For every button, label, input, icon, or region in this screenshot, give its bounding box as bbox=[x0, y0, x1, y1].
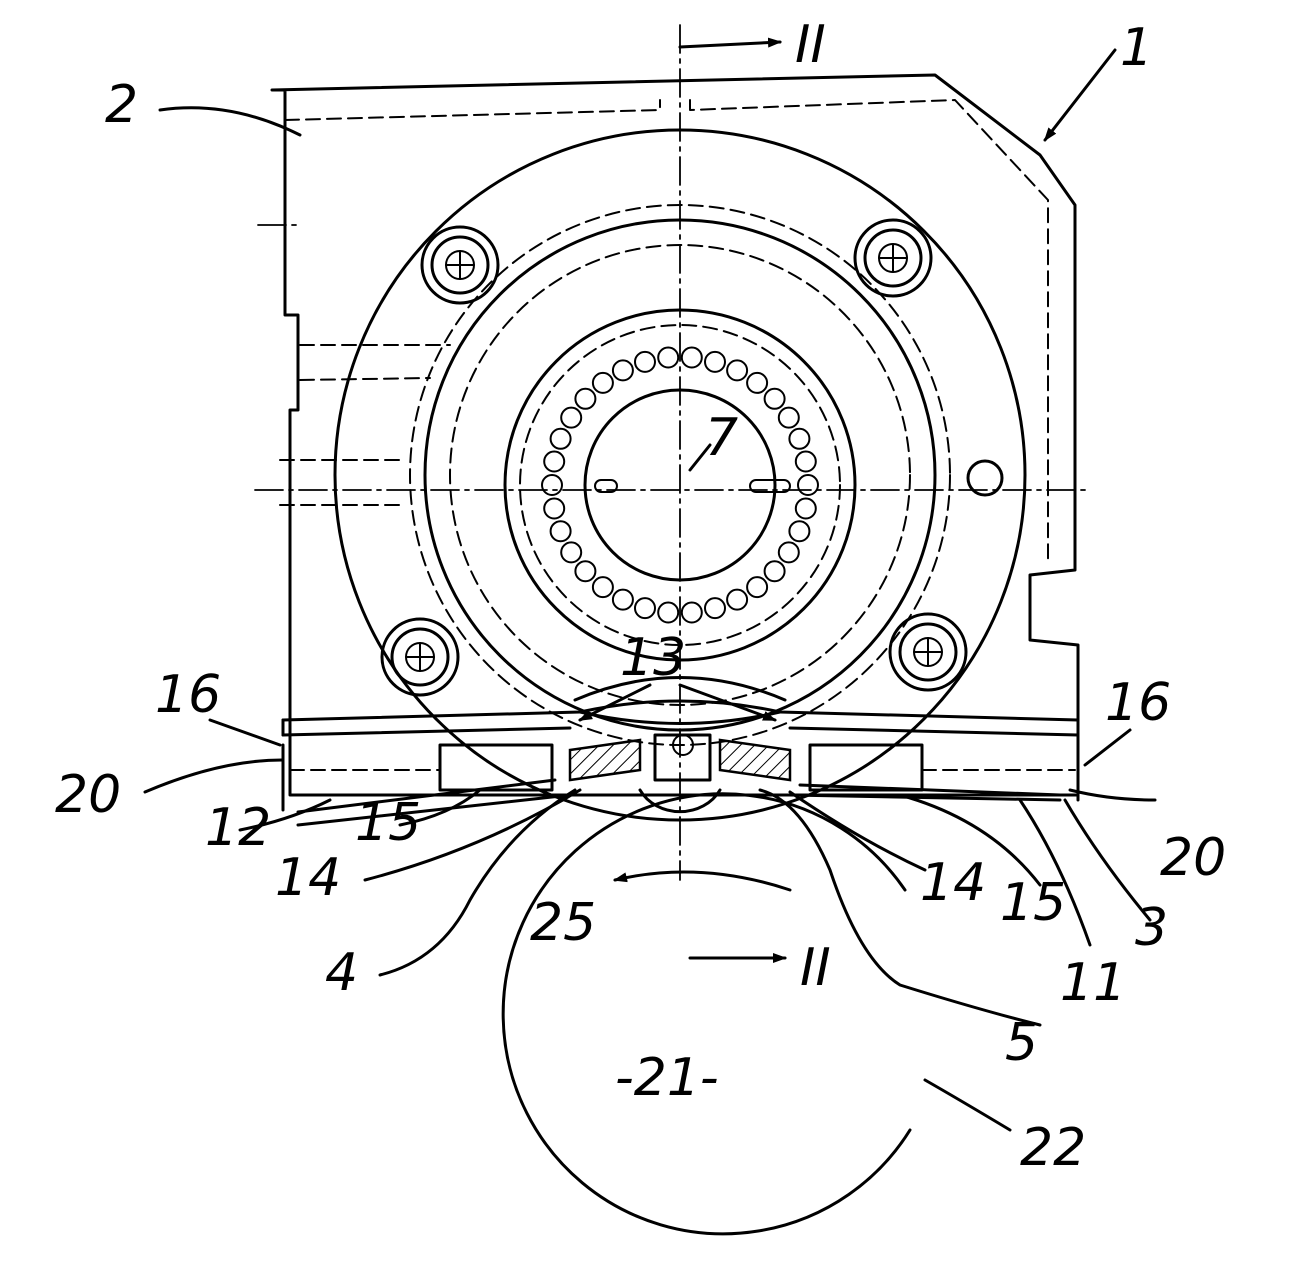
bearing-ball bbox=[789, 429, 809, 449]
label-12: 12 bbox=[205, 798, 271, 858]
label-sec-mid: II bbox=[800, 938, 831, 998]
label-11: 11 bbox=[1060, 953, 1126, 1013]
bearing-ball bbox=[796, 452, 816, 472]
bearing-ball bbox=[682, 603, 702, 623]
label-25: 25 bbox=[530, 893, 596, 953]
label-sec-top: II bbox=[795, 15, 826, 75]
bearing-ball bbox=[727, 590, 747, 610]
bearing-ball bbox=[747, 373, 767, 393]
bearing-ball bbox=[779, 542, 799, 562]
leaders bbox=[145, 42, 1155, 1130]
label-14-left: 14 bbox=[275, 848, 341, 908]
reference-labels: 1 2 II 7 13 16 16 20 20 12 15 14 14 15 3… bbox=[55, 15, 1226, 1178]
bearing-ball bbox=[635, 352, 655, 372]
bearing-ball bbox=[705, 352, 725, 372]
bearing-ball bbox=[765, 389, 785, 409]
label-22: 22 bbox=[1020, 1118, 1086, 1178]
bearing-ball bbox=[551, 429, 571, 449]
label-3: 3 bbox=[1135, 898, 1168, 958]
label-14-right: 14 bbox=[920, 853, 986, 913]
bearing-ball bbox=[747, 577, 767, 597]
bearing-ball bbox=[705, 598, 725, 618]
bearing-ball bbox=[561, 408, 581, 428]
label-5: 5 bbox=[1005, 1013, 1038, 1073]
bolt-top-right bbox=[855, 220, 931, 296]
label-21: -21- bbox=[615, 1048, 719, 1108]
label-15-right: 15 bbox=[1000, 873, 1066, 933]
bearing-ball bbox=[658, 348, 678, 368]
bolt-bottom-right bbox=[890, 614, 966, 690]
bearing-ball bbox=[575, 561, 595, 581]
bearing-ball bbox=[542, 475, 562, 495]
label-4: 4 bbox=[325, 943, 358, 1003]
bearing-ball bbox=[789, 521, 809, 541]
shaft bbox=[585, 390, 790, 580]
bearing-ball bbox=[575, 389, 595, 409]
bearing-ball bbox=[635, 598, 655, 618]
bearing-ball bbox=[658, 603, 678, 623]
bearing-ball bbox=[613, 360, 633, 380]
center-lines bbox=[255, 25, 1090, 880]
bearing-ball bbox=[593, 577, 613, 597]
bearing-ball bbox=[798, 475, 818, 495]
bearing-ball bbox=[613, 590, 633, 610]
label-2: 2 bbox=[105, 75, 138, 135]
label-13: 13 bbox=[620, 628, 686, 688]
bearing-ball bbox=[551, 521, 571, 541]
label-16-left: 16 bbox=[155, 665, 221, 725]
bearing-ball bbox=[796, 499, 816, 519]
label-20-left: 20 bbox=[55, 765, 121, 825]
bearing-ball bbox=[765, 561, 785, 581]
bearing-ball bbox=[593, 373, 613, 393]
label-20-right: 20 bbox=[1160, 828, 1226, 888]
label-16-right: 16 bbox=[1105, 673, 1171, 733]
bolt-bottom-left bbox=[382, 619, 458, 695]
bearing-ball bbox=[544, 499, 564, 519]
bearing-ball bbox=[544, 452, 564, 472]
roller bbox=[503, 790, 910, 1234]
label-1: 1 bbox=[1120, 18, 1153, 78]
bolt-top-left bbox=[422, 227, 498, 303]
bearing-ball bbox=[682, 348, 702, 368]
bearing-ball bbox=[727, 360, 747, 380]
bearing-ball bbox=[779, 408, 799, 428]
label-15-left: 15 bbox=[355, 793, 421, 853]
label-7: 7 bbox=[705, 408, 738, 468]
bearing-ball bbox=[561, 542, 581, 562]
